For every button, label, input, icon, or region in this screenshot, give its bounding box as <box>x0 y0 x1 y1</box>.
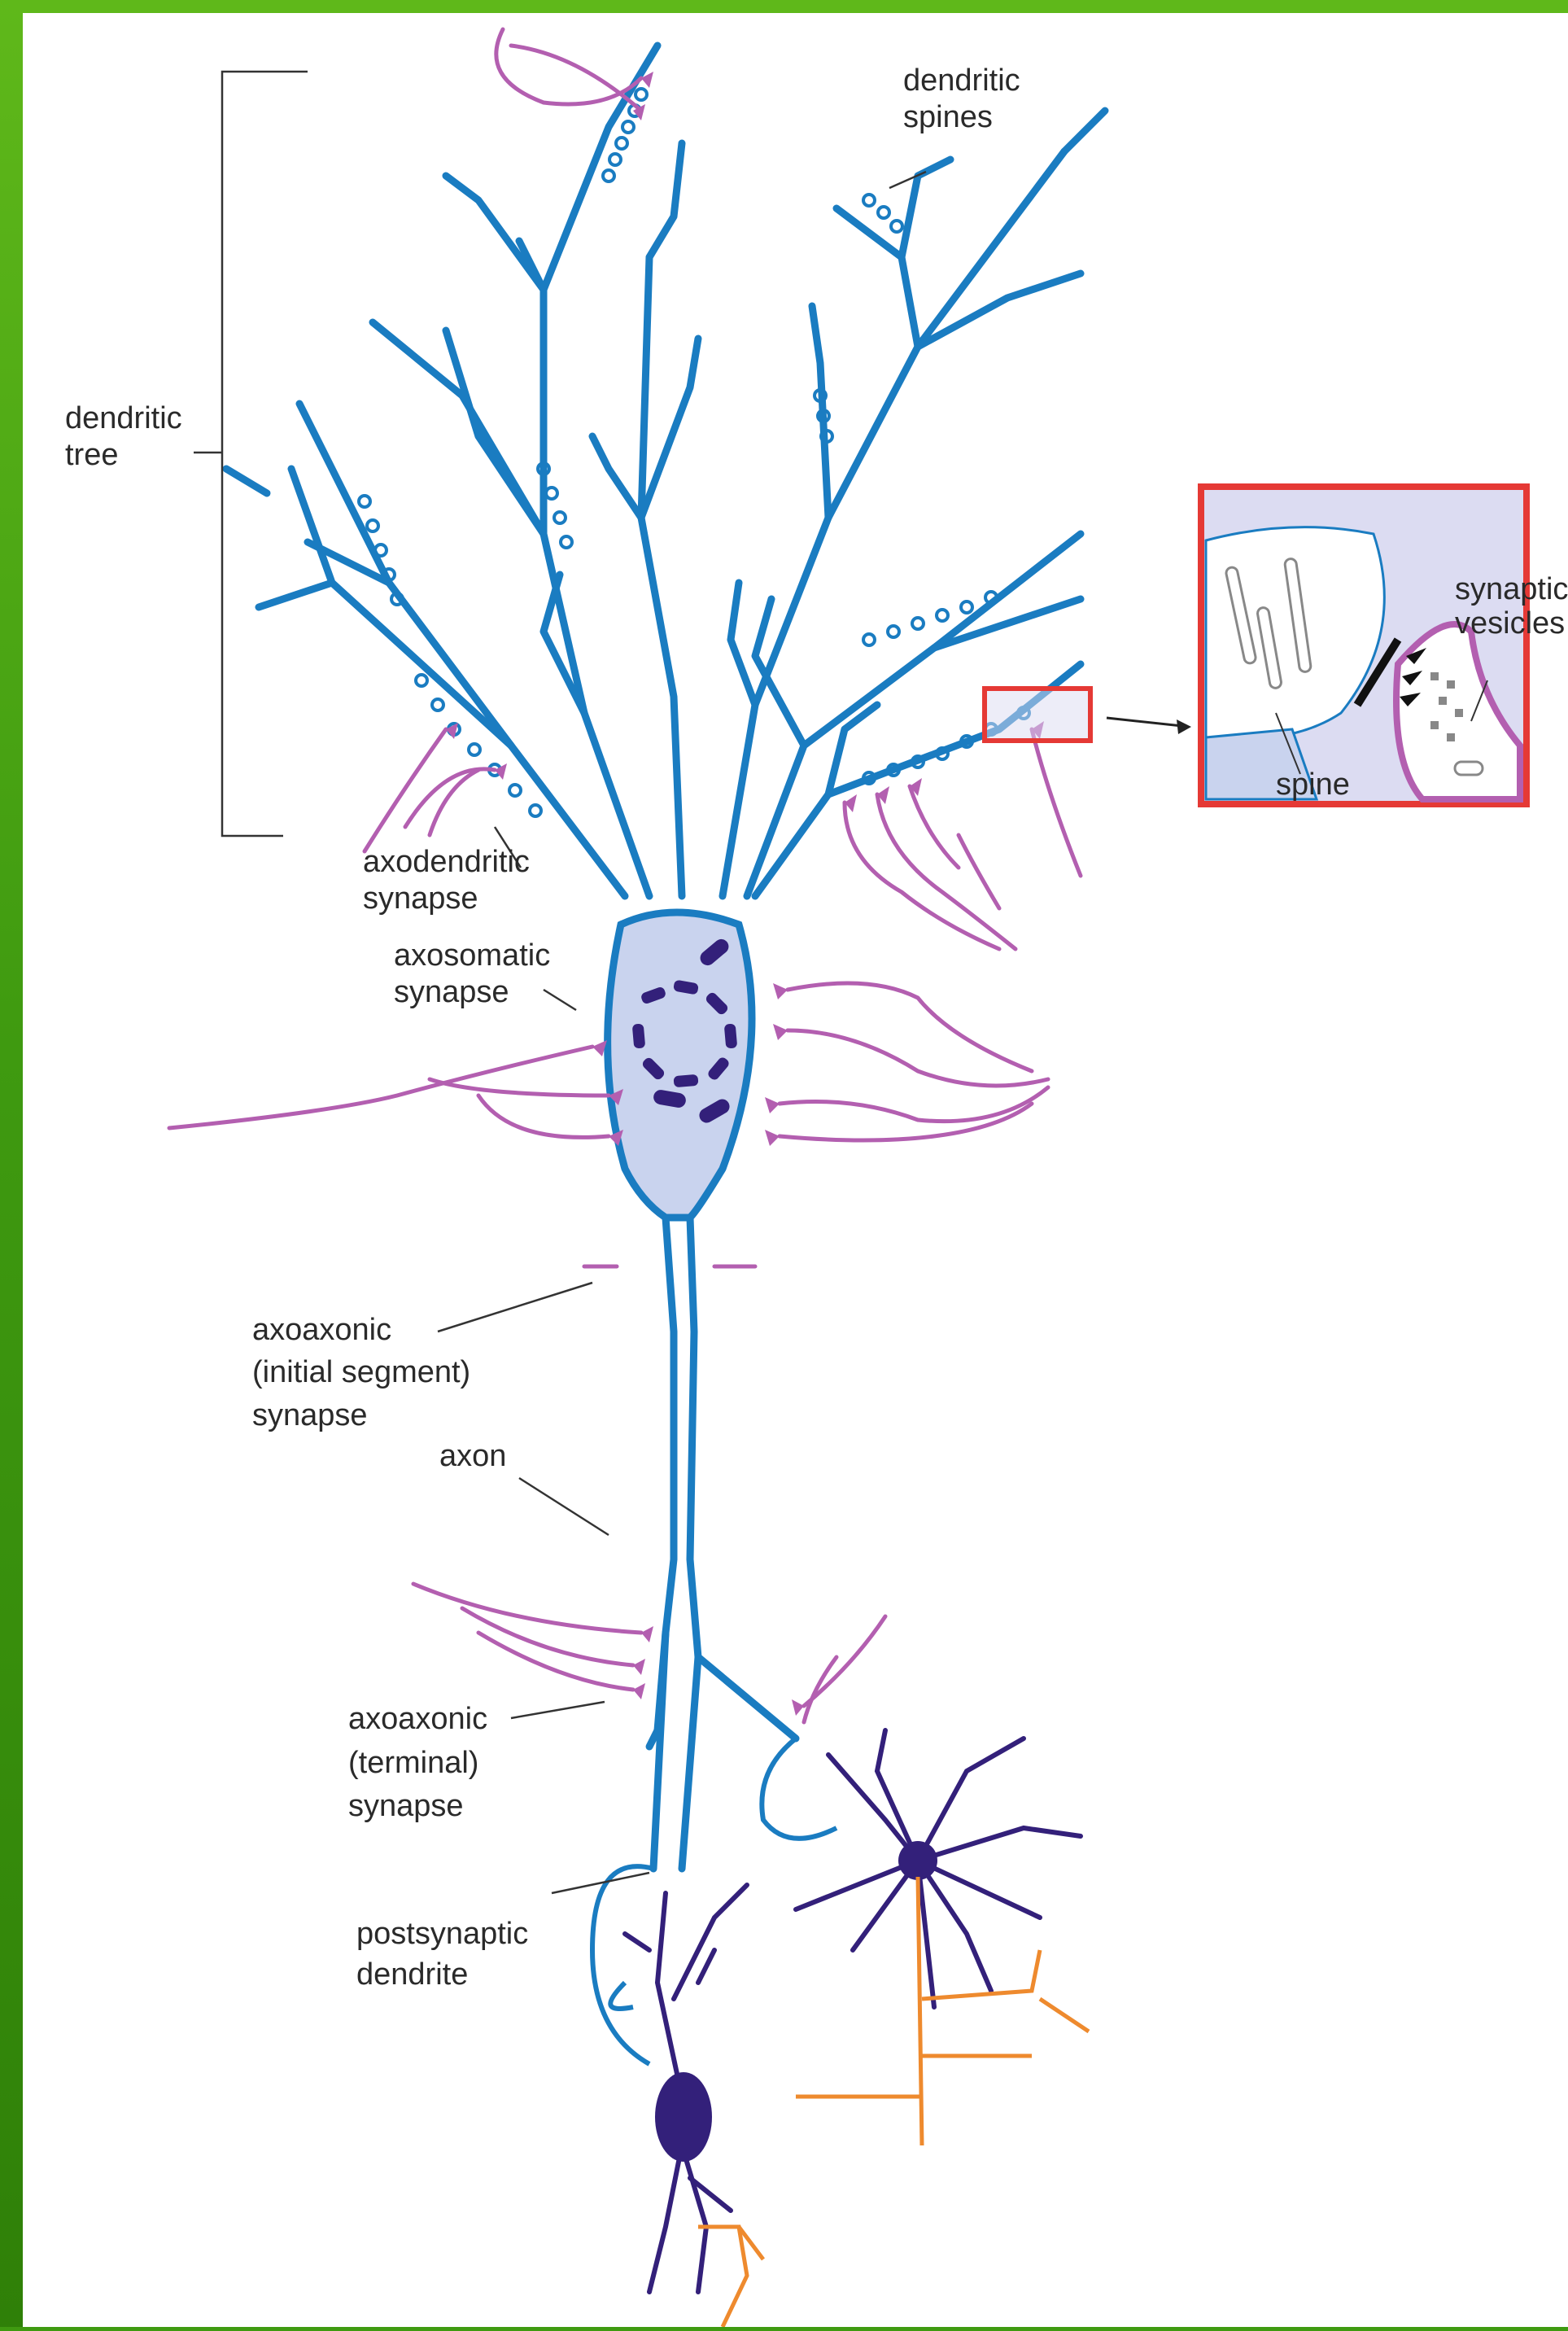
label-axodendritic-2: synapse <box>363 881 478 916</box>
inset-label-vesicles-1: synaptic <box>1455 572 1568 606</box>
inset-label-vesicles-2: vesicles <box>1455 606 1565 641</box>
inset-panel: synaptic vesicles spine <box>1201 487 1568 804</box>
label-axoaxonic-terminal-1: axoaxonic <box>348 1702 487 1736</box>
label-axosomatic-1: axosomatic <box>394 938 550 973</box>
label-dendritic-spines-2: spines <box>903 100 993 134</box>
label-axoaxonic-terminal-2: (terminal) <box>348 1746 478 1780</box>
orange-axons <box>698 1877 1089 2327</box>
highlight-box <box>985 689 1090 741</box>
label-postsynaptic-2: dendrite <box>356 1957 468 1992</box>
postsynaptic-soma-1 <box>655 2072 712 2162</box>
diagram-page: synaptic vesicles spine dendritic spines… <box>23 13 1568 2327</box>
postsynaptic-soma-2 <box>898 1841 937 1880</box>
dendritic-tree <box>226 46 1105 896</box>
label-axoaxonic-terminal-3: synapse <box>348 1789 464 1823</box>
label-dendritic-tree-2: tree <box>65 438 118 472</box>
neuron-diagram: synaptic vesicles spine dendritic spines… <box>23 13 1568 2327</box>
label-dendritic-tree-1: dendritic <box>65 401 182 435</box>
label-axodendritic-1: axodendritic <box>363 845 530 879</box>
presynaptic-axons <box>169 29 1081 1722</box>
axon <box>649 1218 796 1869</box>
postsynaptic-neurons <box>625 1730 1081 2292</box>
inset-arrowhead <box>1177 719 1191 734</box>
label-axoaxonic-initial-3: synapse <box>252 1398 368 1432</box>
inset-label-spine: spine <box>1276 768 1350 802</box>
label-axoaxonic-initial-2: (initial segment) <box>252 1355 470 1389</box>
label-axon: axon <box>439 1439 506 1473</box>
dendritic-spines <box>359 89 1029 816</box>
label-axosomatic-2: synapse <box>394 975 509 1009</box>
soma <box>608 912 752 1218</box>
label-dendritic-spines-1: dendritic <box>903 63 1020 98</box>
axon-terminals <box>592 1738 836 2064</box>
inset-arrow <box>1107 718 1182 726</box>
label-axoaxonic-initial-1: axoaxonic <box>252 1313 391 1347</box>
label-postsynaptic-1: postsynaptic <box>356 1917 528 1951</box>
